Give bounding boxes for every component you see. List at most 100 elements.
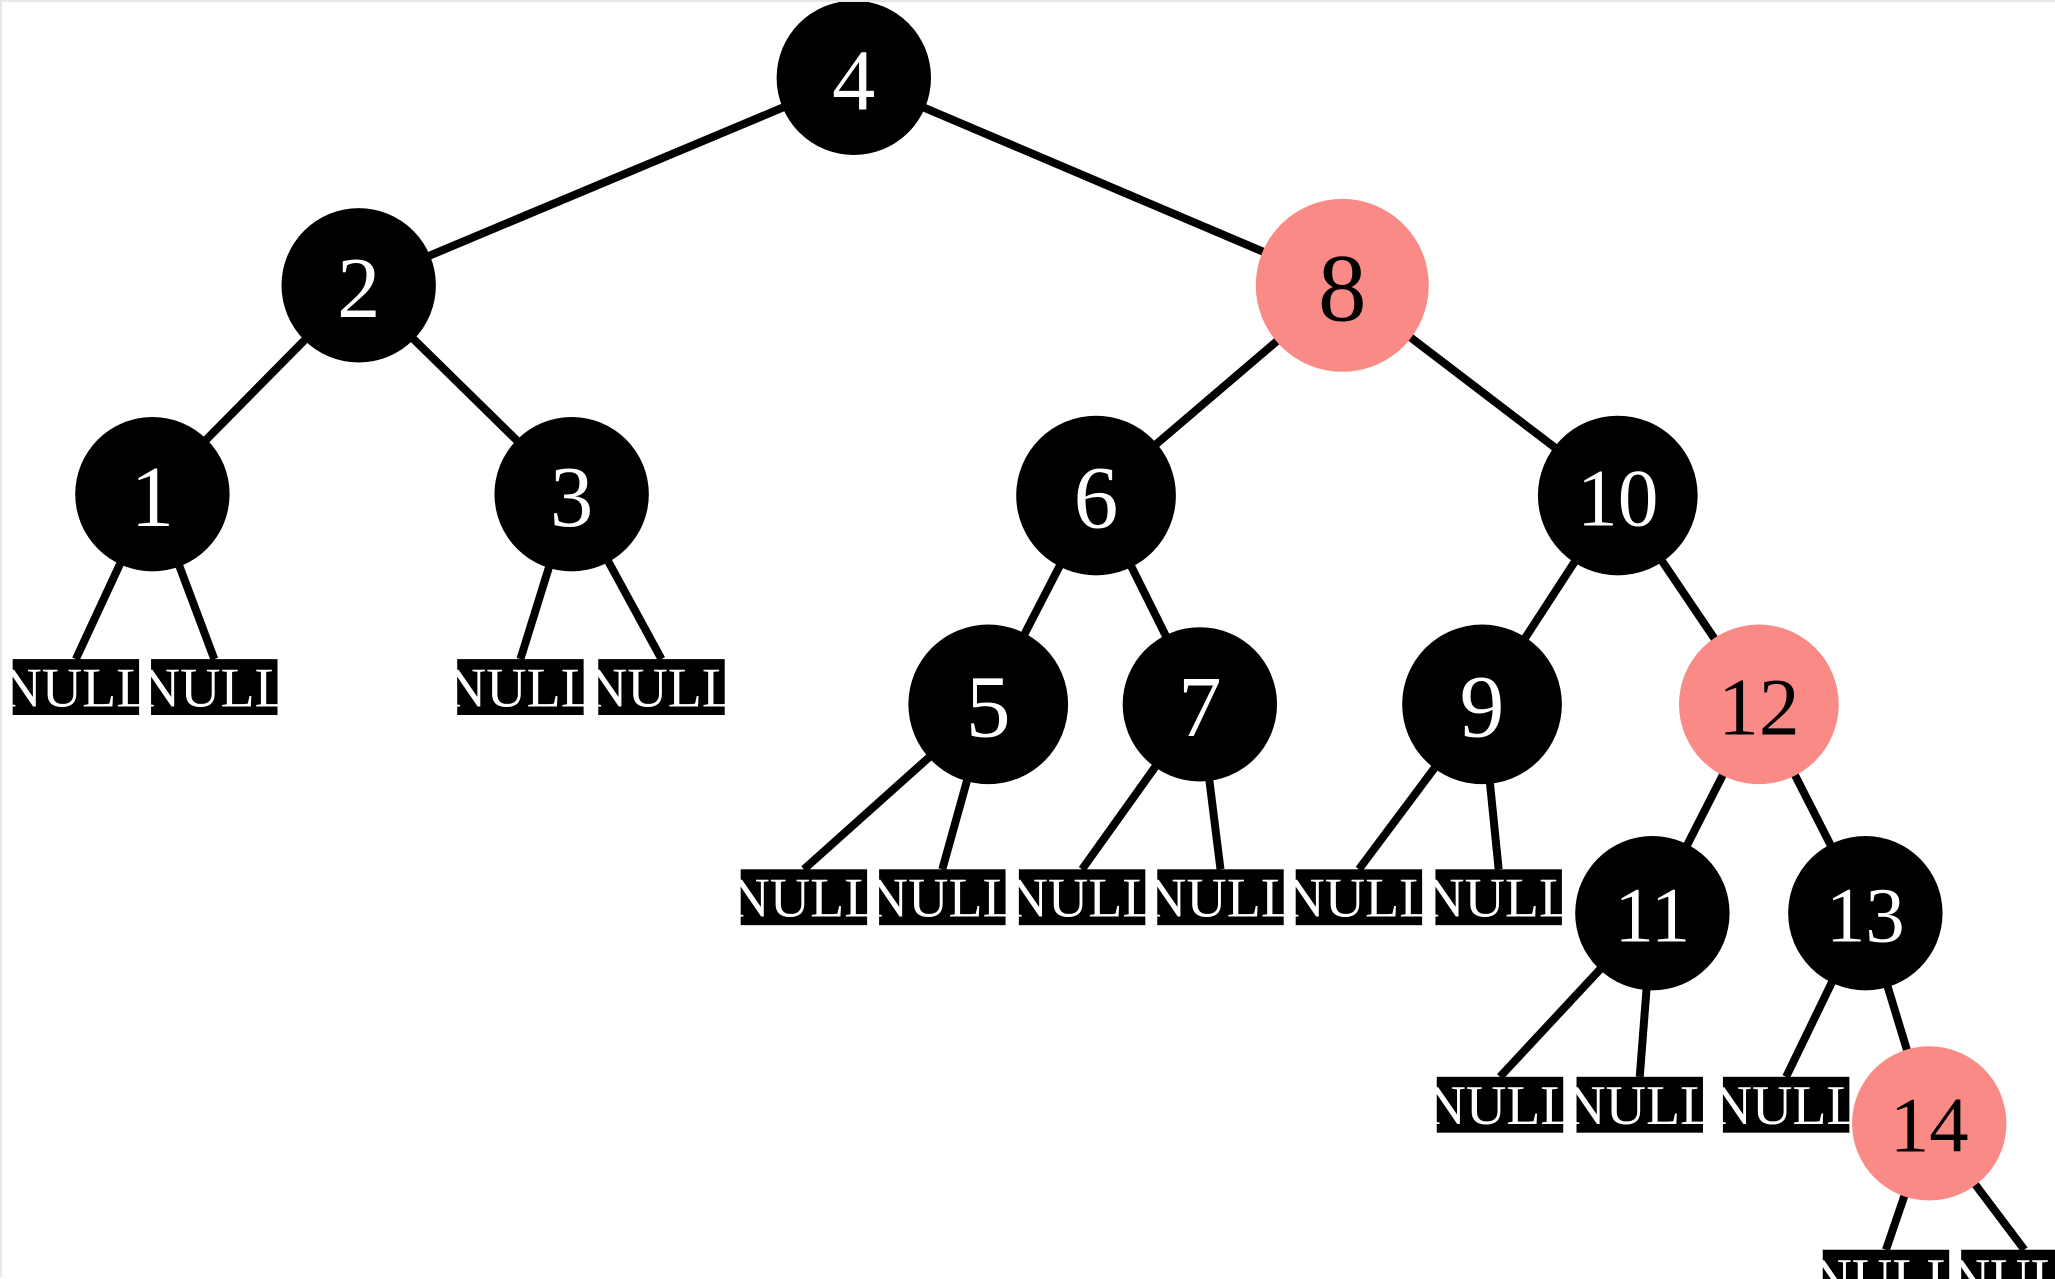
null-leaf-box (1018, 869, 1146, 926)
null-leaf: NULL (587, 657, 736, 719)
node-label: 4 (832, 32, 875, 128)
tree-edge (407, 332, 524, 447)
null-edge (602, 555, 665, 662)
tree-edge (1789, 768, 1837, 852)
null-leaf: NULL (2, 657, 150, 719)
tree-node-8[interactable]: 8 (1255, 198, 1429, 372)
null-leaf-label: NULL (2, 657, 150, 719)
tree-node-5[interactable]: 5 (908, 624, 1069, 785)
tree-edge (1681, 768, 1729, 852)
node-circle[interactable] (1016, 415, 1176, 576)
node-label: 3 (550, 449, 593, 545)
null-edge (1204, 775, 1225, 870)
null-leaf: NULL (868, 868, 1017, 930)
null-leaf: NULL (1146, 868, 1295, 930)
node-label: 2 (337, 240, 380, 336)
node-label: 6 (1074, 449, 1119, 548)
null-leaf-box (151, 659, 278, 715)
tree-node-3[interactable]: 3 (494, 417, 649, 572)
tree-node-2[interactable]: 2 (281, 208, 436, 363)
tree-node-1[interactable]: 1 (75, 417, 230, 572)
null-leaf-label: NULL (1811, 1248, 1960, 1279)
node-label: 7 (1178, 659, 1221, 755)
node-label: 10 (1577, 453, 1658, 544)
node-circle[interactable] (1255, 198, 1429, 372)
null-leaf-label: NULL (1284, 868, 1433, 930)
tree-edge (200, 333, 312, 446)
null-leaf: NULL (1712, 1075, 1861, 1137)
node-circle[interactable] (908, 624, 1069, 785)
node-circle[interactable] (494, 417, 649, 572)
node-circle[interactable] (1852, 1046, 2007, 1201)
tree-node-6[interactable]: 6 (1016, 415, 1176, 576)
null-leaf-label: NULL (1008, 868, 1157, 930)
node-circle[interactable] (1402, 624, 1562, 785)
null-leaf-label: NULL (729, 868, 878, 930)
node-circle[interactable] (1679, 624, 1839, 785)
tree-edge (1150, 334, 1284, 451)
tree-node-12[interactable]: 12 (1679, 624, 1839, 785)
null-edge (173, 560, 219, 661)
tree-edge (1656, 555, 1721, 645)
node-circle[interactable] (1575, 836, 1730, 991)
null-leaf: NULL (729, 868, 878, 930)
null-leaf-box (457, 659, 584, 715)
tree-edge (1882, 980, 1913, 1056)
tree-node-10[interactable]: 10 (1537, 415, 1698, 576)
null-edge (1485, 778, 1503, 870)
null-edge (1782, 976, 1838, 1079)
null-edge (516, 561, 555, 661)
null-leaf-label: NULL (1424, 868, 1573, 930)
null-edge (1635, 984, 1651, 1078)
null-leaf-box (598, 659, 725, 715)
edges-layer (72, 101, 2028, 1253)
tree-node-4[interactable]: 4 (776, 2, 931, 155)
node-circle[interactable] (281, 208, 436, 363)
null-leaf-box (1436, 1076, 1564, 1133)
node-circle[interactable] (1788, 836, 1943, 991)
null-edge (72, 557, 126, 661)
null-leaf-box (1822, 1249, 1950, 1279)
node-circle[interactable] (1122, 627, 1278, 782)
null-leaf-label: NULL (1425, 1075, 1574, 1137)
null-leaf-label: NULL (1950, 1248, 2055, 1279)
node-circle[interactable] (1537, 415, 1698, 576)
tree-node-14[interactable]: 14 (1852, 1046, 2007, 1201)
null-leaf-box (1722, 1076, 1850, 1133)
null-leaf: NULL (1008, 868, 1157, 930)
null-leaf-box (740, 869, 868, 926)
null-leaf: NULL (1950, 1248, 2055, 1279)
null-leaf-label: NULL (587, 657, 736, 719)
null-leaf: NULL (1425, 1075, 1574, 1137)
tree-edge (1018, 559, 1066, 640)
null-leaf-label: NULL (140, 657, 289, 719)
tree-edge (1125, 560, 1172, 642)
null-edge (1355, 761, 1441, 872)
null-leaf-label: NULL (446, 657, 595, 719)
null-leaf-box (1961, 1249, 2055, 1279)
node-label: 12 (1718, 662, 1799, 753)
null-leaf: NULL (1811, 1248, 1960, 1279)
node-circle[interactable] (776, 2, 931, 155)
tree-node-9[interactable]: 9 (1402, 624, 1562, 785)
null-edge (1497, 963, 1607, 1080)
node-label: 8 (1318, 235, 1366, 342)
null-leaf: NULL (446, 657, 595, 719)
null-leaf: NULL (1565, 1075, 1714, 1137)
null-edge (1882, 1190, 1910, 1252)
node-circle[interactable] (75, 417, 230, 572)
tree-node-11[interactable]: 11 (1575, 836, 1730, 991)
tree-node-13[interactable]: 13 (1788, 836, 1943, 991)
tree-node-7[interactable]: 7 (1122, 627, 1278, 782)
null-edge (938, 775, 973, 871)
tree-edge (1519, 555, 1581, 645)
tree-edge (1404, 331, 1561, 454)
node-label: 14 (1890, 1083, 1969, 1170)
null-leaf-box (1576, 1076, 1703, 1133)
null-leaf-label: NULL (1146, 868, 1295, 930)
null-leaf: NULL (1284, 868, 1433, 930)
